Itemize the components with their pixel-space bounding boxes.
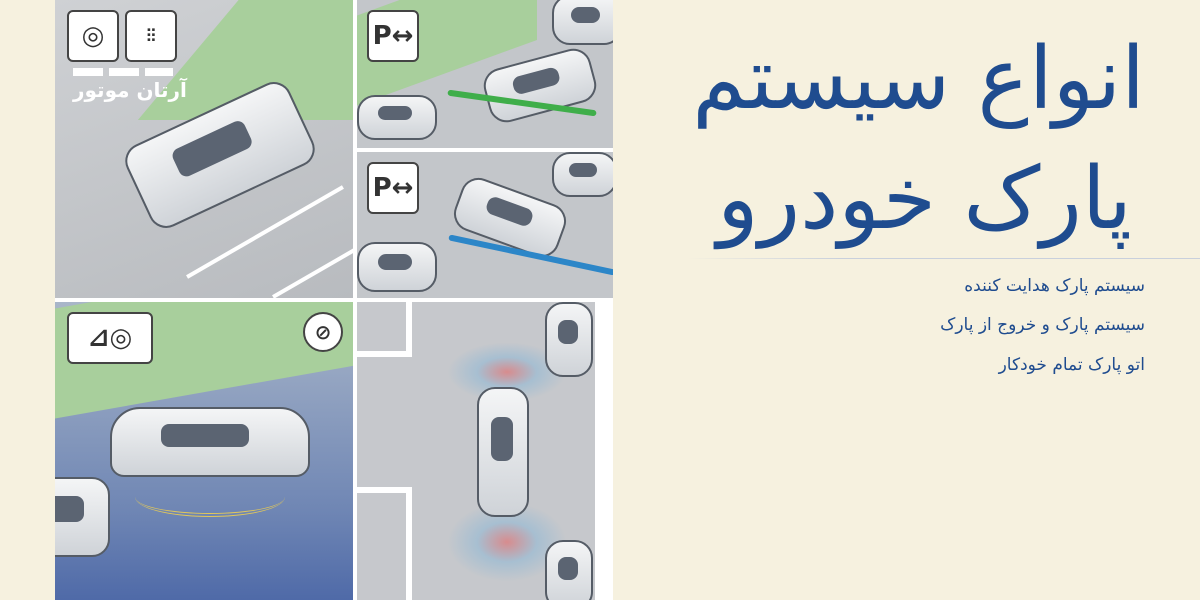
car (357, 95, 437, 140)
panel-guided-parking: ◎ ⫶⫶ آرتان موتور (55, 0, 353, 298)
list-item: سیستم پارک و خروج از پارک (940, 315, 1145, 335)
logo-mark (73, 68, 173, 76)
panel-sensor-parking (357, 302, 613, 600)
list-item: سیستم پارک هدایت کننده (964, 276, 1145, 296)
car (545, 540, 593, 600)
page-title-line1: انواع سیستم (692, 29, 1145, 129)
car (110, 407, 310, 477)
car (552, 152, 613, 197)
steering-wheel-icon: ◎ (67, 10, 119, 62)
car (552, 0, 613, 45)
divider (688, 258, 1200, 259)
parking-sign-icon: P↔ (367, 10, 419, 62)
car (545, 302, 593, 377)
logo-text: آرتان موتور (73, 78, 187, 102)
seat-steering-icon: ⊿◎ (67, 312, 153, 364)
parking-illustration: ◎ ⫶⫶ آرتان موتور P↔ P↔ ⊿◎ ⊘ (55, 0, 613, 600)
sensor-waves (135, 477, 285, 517)
car (357, 242, 437, 292)
panel-auto-park: ⊿◎ ⊘ (55, 302, 353, 600)
list-item: اتو پارک تمام خودکار (998, 355, 1145, 375)
pedals-icon: ⫶⫶ (125, 10, 177, 62)
panel-park-in: P↔ (357, 152, 613, 298)
car (55, 477, 110, 557)
parking-sign-icon: P↔ (367, 162, 419, 214)
panel-park-out: P↔ (357, 0, 613, 148)
car (477, 387, 529, 517)
no-hands-icon: ⊘ (303, 312, 343, 352)
page-title-line2: پارک خودرو (717, 149, 1132, 249)
